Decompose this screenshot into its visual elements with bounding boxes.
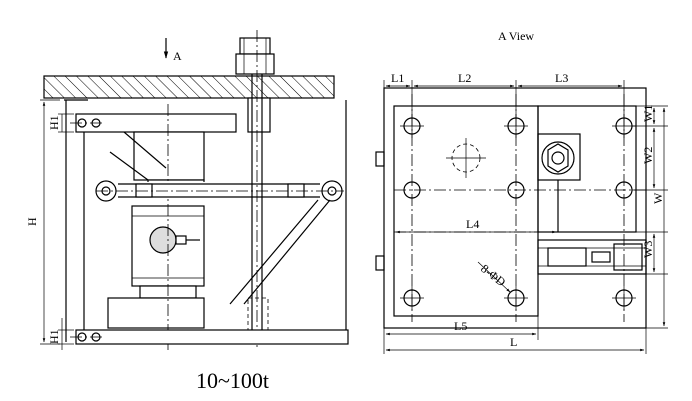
cable-gland — [149, 226, 177, 254]
bolt-top-view — [541, 141, 575, 175]
dim-l3-label: L3 — [555, 71, 568, 85]
bolt-nut-hidden — [247, 297, 269, 345]
dim-bottom-row: L5 L — [383, 316, 647, 354]
dim-w2-label: W2 — [641, 147, 655, 164]
dim-h: H — [25, 99, 60, 345]
ceiling-hatch — [43, 75, 335, 99]
dim-h1-top: H1 — [47, 113, 74, 133]
dim-w3-label: W3 — [641, 241, 655, 258]
dim-l4: L4 — [395, 217, 557, 234]
dim-l5-label: L5 — [454, 319, 467, 333]
dim-l2-label: L2 — [458, 71, 471, 85]
arrow-a-label: A — [173, 49, 182, 63]
dim-top-row: L1 L2 L3 — [383, 71, 625, 118]
a-view-title: A View — [498, 29, 534, 43]
a-view-outer-plate — [383, 87, 647, 329]
bolt-holes — [400, 114, 636, 310]
dim-h1-bottom-label: H1 — [47, 329, 61, 344]
bolt-head — [239, 37, 271, 55]
capacity-label: 10~100t — [196, 368, 269, 393]
a-view: A View — [375, 29, 668, 354]
dim-h1-bottom: H1 — [47, 318, 74, 350]
dim-w-label: W — [651, 192, 665, 204]
dim-h-label: H — [25, 217, 39, 226]
dim-h1-top-label: H1 — [47, 115, 61, 130]
upper-block — [133, 131, 205, 181]
dim-right-col: W1 W2 W3 W — [632, 105, 668, 329]
dim-l-label: L — [510, 335, 517, 349]
lower-block — [107, 297, 205, 329]
front-view: A — [25, 30, 349, 393]
base-plate — [75, 329, 349, 345]
dim-l4-label: L4 — [466, 217, 479, 231]
dim-l1-label: L1 — [391, 71, 404, 85]
view-arrow-a: A — [163, 38, 182, 63]
hole-spec-label: 8-ΦD — [478, 261, 509, 289]
dim-w1-label: W1 — [641, 105, 655, 122]
